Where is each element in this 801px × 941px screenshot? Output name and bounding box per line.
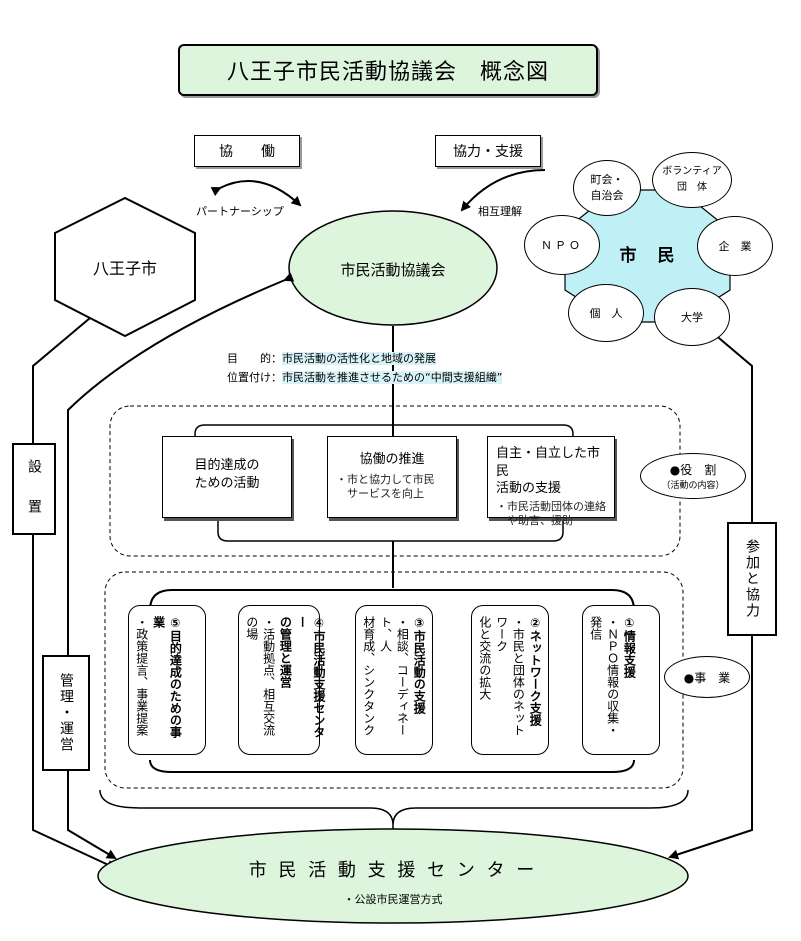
project-card-3-text: ③市民活動の支援 ・相談、コーディネート、人 材育成、シンクタンク	[356, 606, 431, 754]
university-node: 大学	[654, 288, 730, 346]
purpose-label: 目 的：	[227, 352, 282, 365]
project-card-1: ①情報支援 ・ＮＰＯ情報の収集・発信	[582, 605, 660, 755]
purpose-text: 市民活動の活性化と地域の発展	[282, 352, 436, 365]
project-1-head: ①情報支援	[622, 616, 637, 678]
individual-node: 個 人	[568, 284, 644, 342]
npo-node: ＮＰＯ	[524, 215, 600, 275]
project-5-head: ⑤目的達成のための事業	[151, 616, 183, 738]
support-center-sub: ・公設市民運営方式	[343, 893, 443, 906]
project-card-2-text: ②ネットワーク支援 ・市民と団体のネットワーク 化と交流の拡大	[472, 606, 547, 754]
mutual-understanding-label: 相互理解	[478, 205, 522, 218]
volunteer-node: ボランティア 団 体	[652, 152, 732, 208]
project-card-5-text: ⑤目的達成のための事業 ・政策提言、事業提案	[129, 606, 187, 754]
project-card-4-text: ④市民活動支援センター の管理と運営 ・活動拠点、相互交流の場	[239, 606, 331, 754]
role-sub-3: ・市民活動団体の連絡 や助言、援助	[496, 499, 606, 528]
project-3-head: ③市民活動の支援	[412, 616, 427, 714]
hachioji-city-label: 八王子市	[92, 259, 157, 278]
project-2-head: ②ネットワーク支援	[528, 616, 543, 726]
kyodo-label: 協 働	[194, 135, 300, 167]
project-5-body: ・政策提言、事業提案	[134, 616, 149, 736]
role-sub-2: ・市と協力して市民 サービスを向上	[336, 472, 435, 501]
projects-label: ●事 業	[664, 656, 750, 698]
project-card-5: ⑤目的達成のための事業 ・政策提言、事業提案	[128, 605, 206, 755]
kanri-label: 管理・運営	[42, 655, 90, 771]
role-note-2: 協働の推進 ・市と協力して市民 サービスを向上	[327, 436, 457, 518]
project-card-2: ②ネットワーク支援 ・市民と団体のネットワーク 化と交流の拡大	[471, 605, 549, 755]
project-3-body: ・相談、コーディネート、人 材育成、シンクタンク	[361, 616, 410, 736]
citizen-label: 市 民	[619, 245, 677, 266]
roles-sublabel: （活動の内容）	[661, 481, 725, 491]
role-note-3: 自主・自立した市民 活動の支援 ・市民活動団体の連絡 や助言、援助	[487, 436, 615, 527]
role-title-2: 協働の推進	[359, 452, 425, 467]
role-note-1: 目的達成の ための活動	[162, 436, 292, 518]
partnership-arrow	[210, 180, 302, 207]
support-center-name: 市 民 活 動 支 援 セ ン タ ー	[248, 860, 538, 881]
project-card-4: ④市民活動支援センター の管理と運営 ・活動拠点、相互交流の場	[238, 605, 326, 755]
purpose-block: 目 的：市民活動の活性化と地域の発展 位置付け：市民活動を推進させるための“中間…	[227, 349, 503, 387]
council-ellipse	[288, 210, 498, 326]
project-card-3: ③市民活動の支援 ・相談、コーディネート、人 材育成、シンクタンク	[355, 605, 433, 755]
setchi-label: 設 置	[12, 443, 56, 535]
position-text: 市民活動を推進させるための“中間支援組織”	[282, 371, 503, 384]
sanka-label: 参加と協力	[727, 522, 777, 636]
project-1-body: ・ＮＰＯ情報の収集・発信	[588, 616, 620, 736]
roles-label: ●役 割	[669, 463, 717, 477]
page-title: 八王子市民活動協議会 概念図	[178, 44, 598, 96]
council-label: 市民活動協議会	[340, 260, 446, 279]
project-card-1-text: ①情報支援 ・ＮＰＯ情報の収集・発信	[583, 606, 641, 754]
role-title-3: 自主・自立した市民 活動の支援	[496, 446, 601, 497]
company-node: 企 業	[697, 216, 773, 276]
project-4-head: ④市民活動支援センター の管理と運営	[278, 616, 326, 738]
roles-label-oval: ●役 割 （活動の内容）	[640, 453, 746, 499]
support-center-ellipse	[97, 828, 689, 924]
position-label: 位置付け：	[227, 371, 282, 384]
project-2-body: ・市民と団体のネットワーク 化と交流の拡大	[477, 616, 526, 736]
kyoryoku-shien-label: 協力・支援	[435, 135, 541, 167]
role-title-1: 目的達成の ための活動	[194, 458, 260, 491]
partnership-label: パートナーシップ	[196, 205, 284, 218]
project-4-body: ・活動拠点、相互交流の場	[244, 616, 276, 736]
town-association-node: 町会・ 自治会	[573, 160, 641, 216]
mutual-understanding-arrow	[460, 169, 546, 212]
